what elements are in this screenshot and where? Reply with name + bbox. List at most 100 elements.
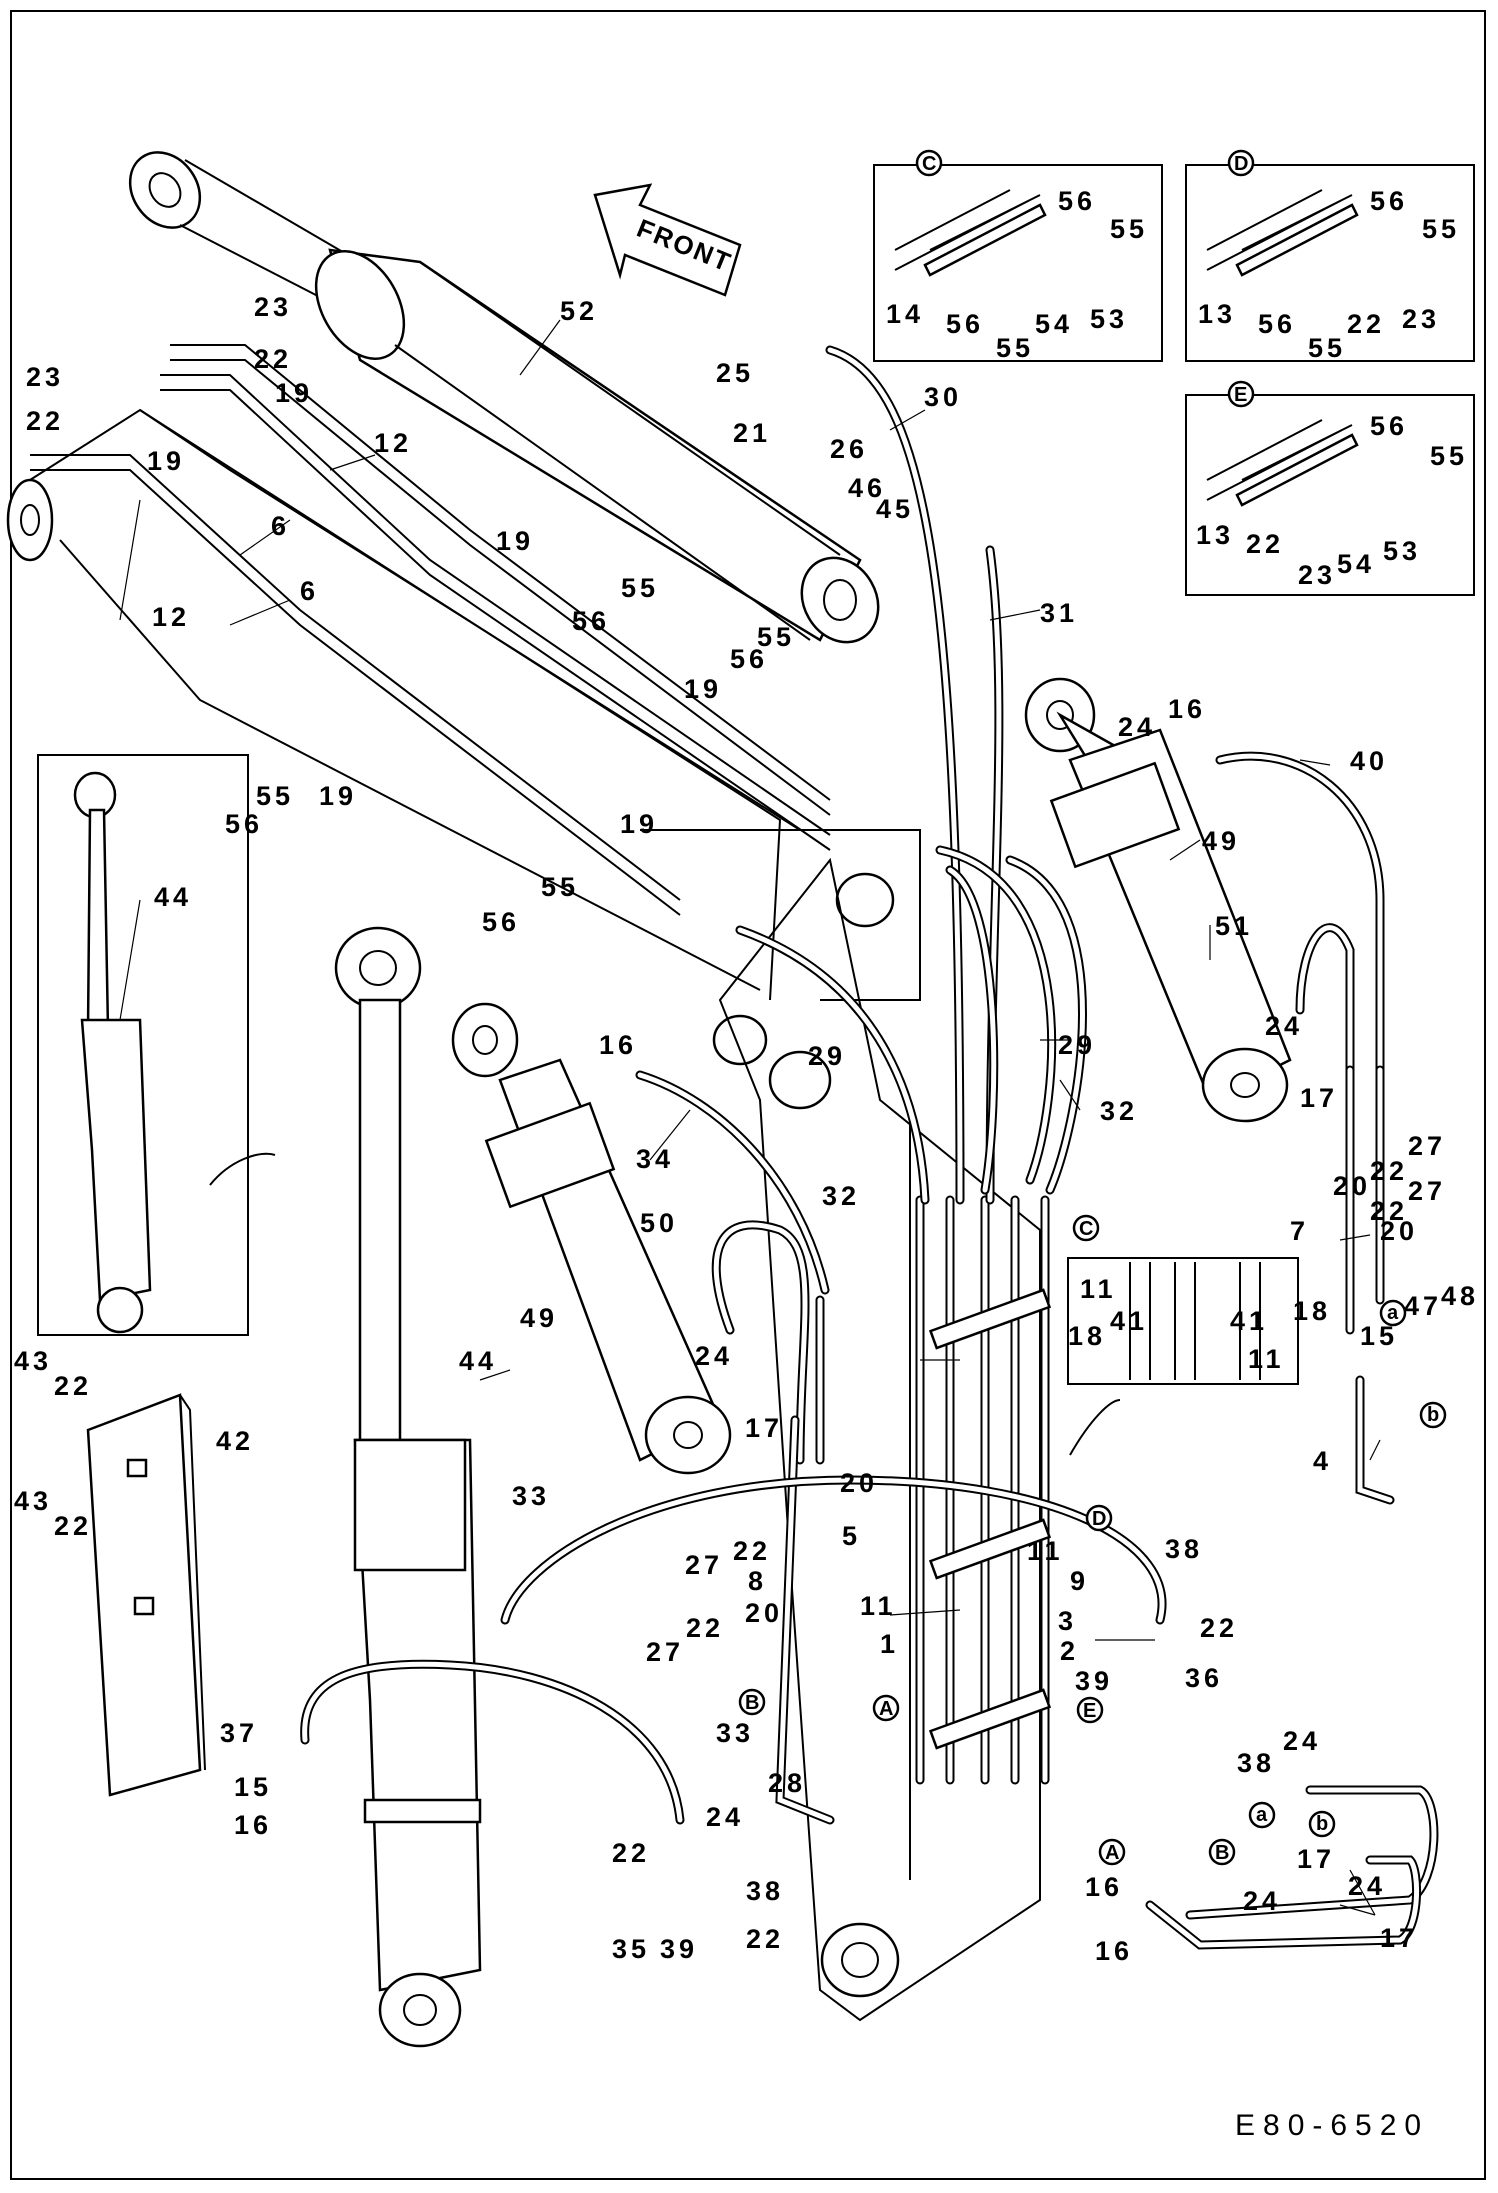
panel-c-label: 56 [1058,186,1096,216]
part-label: 22 [686,1613,724,1643]
part-label: 42 [216,1426,254,1456]
part-label: 25 [716,358,754,388]
part-label: 15 [234,1772,272,1802]
part-label: 19 [275,378,313,408]
part-label: 24 [1283,1726,1321,1756]
drawing-code: E80-6520 [1235,2109,1429,2142]
part-label: 49 [520,1303,558,1333]
part-label: 16 [599,1030,637,1060]
part-label: 32 [1100,1096,1138,1126]
part-label: 22 [746,1924,784,1954]
part-label: 20 [840,1468,878,1498]
marker-b-small: b [1427,1404,1439,1426]
part-label: 28 [768,1768,806,1798]
part-label: 26 [830,434,868,464]
panel-c-label: 54 [1035,309,1073,339]
part-label: 31 [1040,598,1078,628]
detail-panel-d [1185,164,1475,362]
part-label: 33 [512,1481,550,1511]
part-label: 36 [1185,1663,1223,1693]
part-label: 38 [746,1876,784,1906]
part-label: 4 [1313,1446,1332,1476]
part-label: 22 [54,1511,92,1541]
part-label: 12 [152,602,190,632]
part-label: 6 [300,576,319,606]
part-label: 34 [636,1144,674,1174]
panel-d-label: 56 [1258,309,1296,339]
marker-a-small: a [1256,1804,1268,1826]
part-label: 56 [225,809,263,839]
part-label: 21 [733,418,771,448]
part-label: 38 [1165,1534,1203,1564]
part-label: 55 [541,872,579,902]
part-label: 11 [1248,1344,1285,1374]
part-label: 56 [730,644,768,674]
front-arrow: FRONT [593,183,742,297]
part-label: 51 [1215,911,1253,941]
part-label: 7 [1290,1216,1309,1246]
detail-panel-e [1185,394,1475,596]
part-label: 46 [848,473,886,503]
part-label: 50 [640,1208,678,1238]
panel-c-label: 14 [886,299,924,329]
detail-panel-c [873,164,1163,362]
part-label: 38 [1237,1748,1275,1778]
part-label: 55 [256,781,294,811]
bracket-inset [1067,1257,1299,1385]
part-label: 20 [1380,1216,1418,1246]
part-label: 19 [147,446,185,476]
marker-c: C [1079,1218,1093,1240]
arm-cylinder [334,926,482,2048]
part-label: 1 [880,1629,899,1659]
part-label: 41 [1110,1306,1148,1336]
panel-c-label: 55 [1110,214,1148,244]
plate-42 [86,1393,206,1797]
part-label: 39 [660,1934,698,1964]
callout-curve-right [1069,1399,1121,1456]
marker-b-small: b [1316,1813,1328,1835]
part-label: 27 [1408,1131,1446,1161]
part-label: 20 [1333,1171,1371,1201]
part-label: 33 [716,1718,754,1748]
part-label: 27 [685,1550,723,1580]
panel-e-label: 55 [1430,441,1468,471]
part-label: 24 [1348,1871,1386,1901]
part-label: 11 [1027,1536,1064,1566]
boom-cylinder [128,151,880,644]
part-label: 29 [1058,1030,1096,1060]
part-label: 22 [1200,1613,1238,1643]
center-hoses [635,1070,835,1825]
part-label: 17 [1300,1083,1338,1113]
marker-a: A [879,1698,893,1720]
part-label: 16 [1085,1872,1123,1902]
part-label: 40 [1350,746,1388,776]
part-label: 16 [234,1810,272,1840]
part-label: 44 [459,1346,497,1376]
center-cylinder [451,1002,732,1475]
part-label: 24 [1118,712,1156,742]
part-label: 18 [1293,1296,1331,1326]
hose-10 [1145,1785,1439,1950]
part-label: 27 [646,1637,684,1667]
part-label: 22 [612,1838,650,1868]
inset-cylinder [37,754,249,1336]
part-label: 23 [254,292,292,322]
part-label: 19 [319,781,357,811]
part-label: 22 [1370,1196,1408,1226]
panel-d-label: 55 [1422,214,1460,244]
panel-e-label: 23 [1298,560,1336,590]
part-label: 3 [1058,1606,1077,1636]
part-label: 22 [254,344,292,374]
panel-e-label: 54 [1337,549,1375,579]
part-label: 9 [1070,1566,1089,1596]
leader-lines [119,319,1381,1916]
panel-c-label: 55 [996,333,1034,363]
part-label: 52 [560,296,598,326]
part-label: 11 [1080,1274,1117,1304]
panel-key-c: C [922,153,936,175]
part-label: 8 [748,1566,767,1596]
part-label: 17 [745,1413,783,1443]
panel-d-label: 13 [1198,299,1236,329]
part-label: 43 [14,1346,52,1376]
